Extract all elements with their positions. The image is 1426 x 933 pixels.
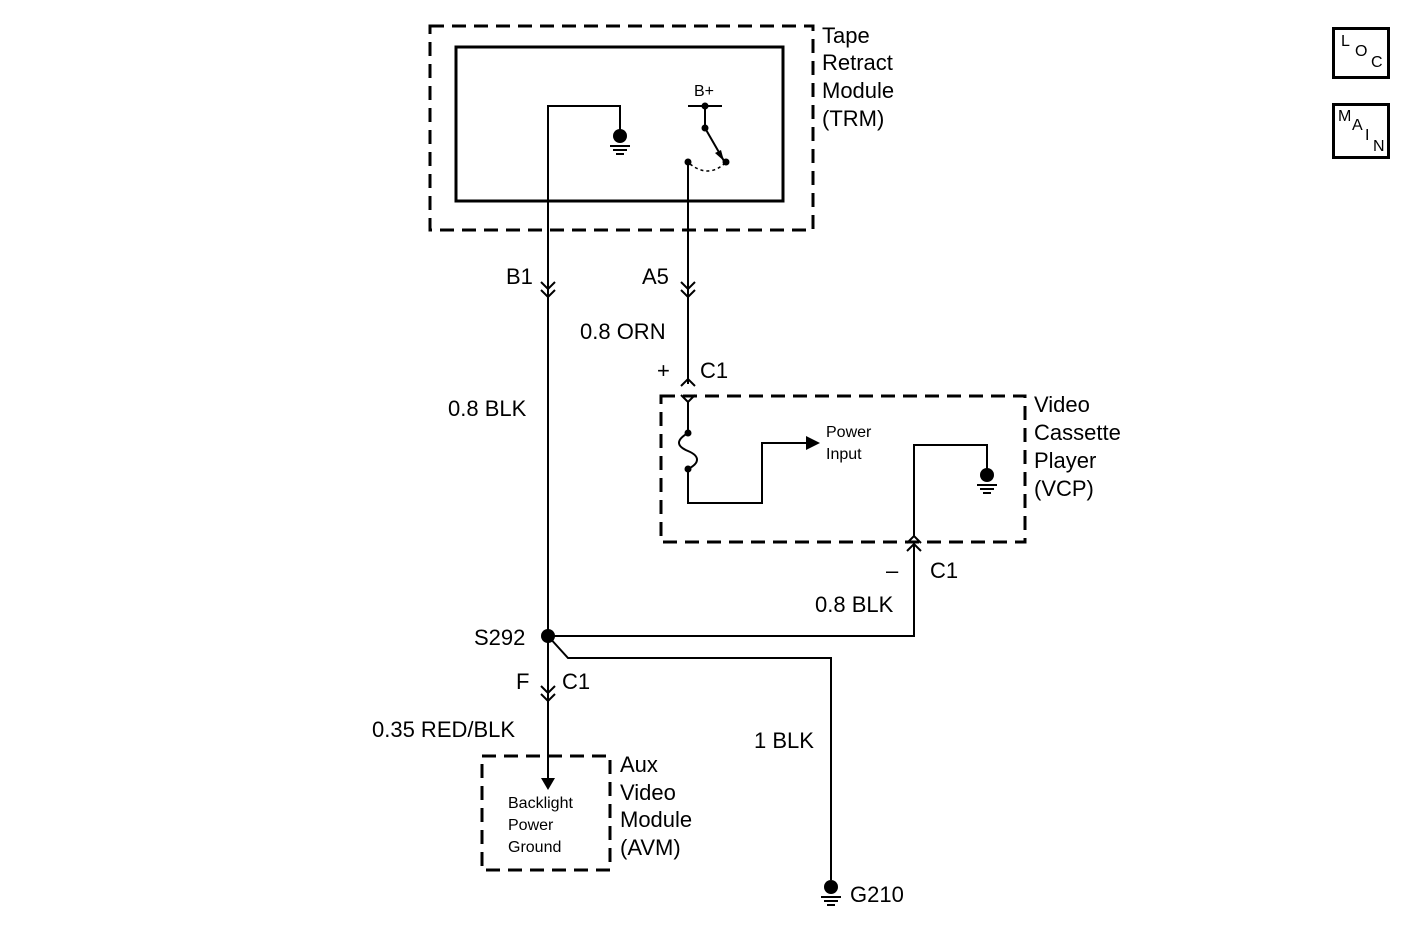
power-input-arrow-icon bbox=[806, 436, 820, 450]
loc-letter-o: O bbox=[1355, 43, 1368, 60]
vcp-dashed-boundary bbox=[659, 394, 1027, 544]
avm-module: Backlight Power Ground Aux Video Module … bbox=[480, 752, 692, 872]
fuse-icon bbox=[678, 429, 698, 473]
trm-name-line-3: Module bbox=[822, 78, 894, 103]
loc-letter-l: L bbox=[1341, 33, 1350, 50]
b1-connector-chevron bbox=[540, 281, 556, 291]
vcp-power-input-wire bbox=[687, 442, 808, 504]
avm-name-line-2: Video bbox=[620, 780, 676, 805]
trm-bplus-label: B+ bbox=[694, 83, 714, 100]
pin-f-label: F bbox=[516, 669, 529, 694]
trm-module: B+ Tape Retract Module (TRM) bbox=[428, 23, 894, 300]
vcp-c1-bottom-connector-icon bbox=[906, 534, 922, 544]
vcp-c1-bottom-label: C1 bbox=[930, 558, 958, 583]
main-letter-i: I bbox=[1365, 127, 1370, 144]
vcp-internal-ground-icon bbox=[977, 468, 997, 494]
vcp-name-line-2: Cassette bbox=[1034, 420, 1121, 445]
vcp-minus-label: – bbox=[886, 558, 899, 583]
vcp-name-line-3: Player bbox=[1034, 448, 1096, 473]
avm-dashed-boundary bbox=[480, 754, 612, 872]
a5-connector-chevron bbox=[680, 289, 696, 299]
avm-c1-label: C1 bbox=[562, 669, 590, 694]
wire-trm-ground-label: 0.8 BLK bbox=[448, 396, 527, 421]
g210-ground-icon bbox=[821, 880, 841, 906]
vcp-name-line-4: (VCP) bbox=[1034, 476, 1094, 501]
avm-name-line-4: (AVM) bbox=[620, 835, 681, 860]
avm-name-line-3: Module bbox=[620, 807, 692, 832]
trm-name-line-4: (TRM) bbox=[822, 106, 884, 131]
avm-inner-line-2: Power bbox=[508, 817, 554, 834]
avm-inner-line-3: Ground bbox=[508, 839, 561, 856]
trm-switch-icon bbox=[684, 102, 730, 172]
avm-c1-connector-icon bbox=[540, 685, 556, 695]
trm-internal-ground-icon bbox=[610, 129, 630, 155]
wire-main-ground-label: 1 BLK bbox=[754, 728, 814, 753]
avm-arrow-icon bbox=[541, 778, 555, 790]
vcp-ground-wire bbox=[548, 544, 915, 637]
splice-label: S292 bbox=[474, 625, 525, 650]
vcp-power-input-line-2: Input bbox=[826, 446, 862, 463]
trm-name-line-2: Retract bbox=[822, 50, 893, 75]
vcp-internal-ground-wire bbox=[913, 444, 988, 536]
main-button[interactable]: M A I N bbox=[1332, 103, 1390, 159]
vcp-power-input-line-1: Power bbox=[826, 424, 872, 441]
wire-trm-power-label: 0.8 ORN bbox=[580, 319, 666, 344]
main-letter-a: A bbox=[1352, 117, 1363, 134]
vcp-module: + C1 Power Input Video Cassette Player (… bbox=[657, 358, 1121, 544]
pin-b1-label: B1 bbox=[506, 264, 533, 289]
pin-a5-label: A5 bbox=[642, 264, 669, 289]
wire-avm-ground-label: 0.35 RED/BLK bbox=[372, 717, 515, 742]
trm-dashed-boundary bbox=[428, 24, 815, 232]
trm-inner-box bbox=[454, 45, 785, 203]
avm-name-line-1: Aux bbox=[620, 752, 658, 777]
vcp-name-line-1: Video bbox=[1034, 392, 1090, 417]
trm-ground-wire bbox=[547, 105, 621, 300]
trm-name-line-1: Tape bbox=[822, 23, 870, 48]
avm-inner-line-1: Backlight bbox=[508, 795, 573, 812]
main-letter-m: M bbox=[1338, 108, 1352, 125]
vcp-c1-top-connector-icon bbox=[680, 377, 696, 387]
wire-vcp-ground-label: 0.8 BLK bbox=[815, 592, 894, 617]
loc-button[interactable]: L O C bbox=[1332, 27, 1390, 79]
ground-g210-label: G210 bbox=[850, 882, 904, 907]
vcp-c1-top-label: C1 bbox=[700, 358, 728, 383]
loc-letter-c: C bbox=[1371, 54, 1383, 71]
a5-connector-chevron-2 bbox=[680, 281, 696, 291]
vcp-plus-label: + bbox=[657, 358, 670, 383]
avm-c1-connector-icon-2 bbox=[540, 693, 556, 703]
main-ground-wire bbox=[547, 635, 832, 880]
main-letter-n: N bbox=[1373, 138, 1385, 155]
